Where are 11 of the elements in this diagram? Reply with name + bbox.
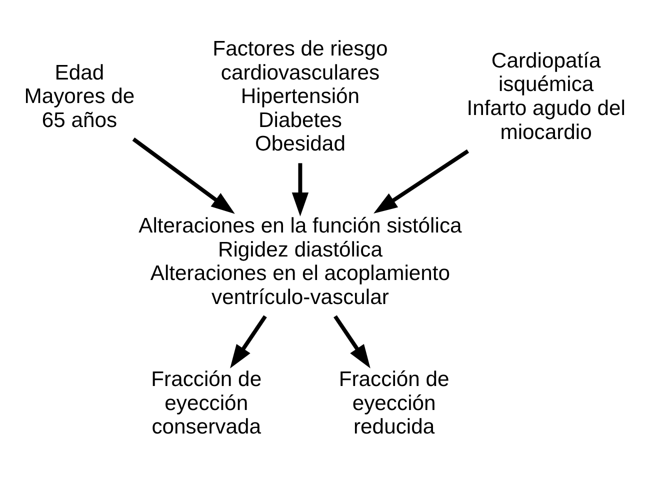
arrow xyxy=(230,314,267,368)
node-text: Alteraciones en la función sistólica Rigidez diastólica Alteraciones en el acoplamiento ventrículo-vascular xyxy=(138,214,462,309)
node-text: Factores de riesgo cardiovasculares Hipertensión Diabetes Obesidad xyxy=(212,36,388,156)
node-text: Cardiopatía isquémica Infarto agudo del miocardio xyxy=(466,48,626,144)
node-text: Edad Mayores de 65 años xyxy=(24,60,135,132)
node-text: Fracción de eyección conservada xyxy=(151,367,262,438)
node-text: Fracción de eyección reducida xyxy=(338,367,450,438)
arrow xyxy=(132,137,235,214)
arrow xyxy=(334,314,370,368)
arrow xyxy=(374,148,470,213)
arrow xyxy=(292,162,309,216)
